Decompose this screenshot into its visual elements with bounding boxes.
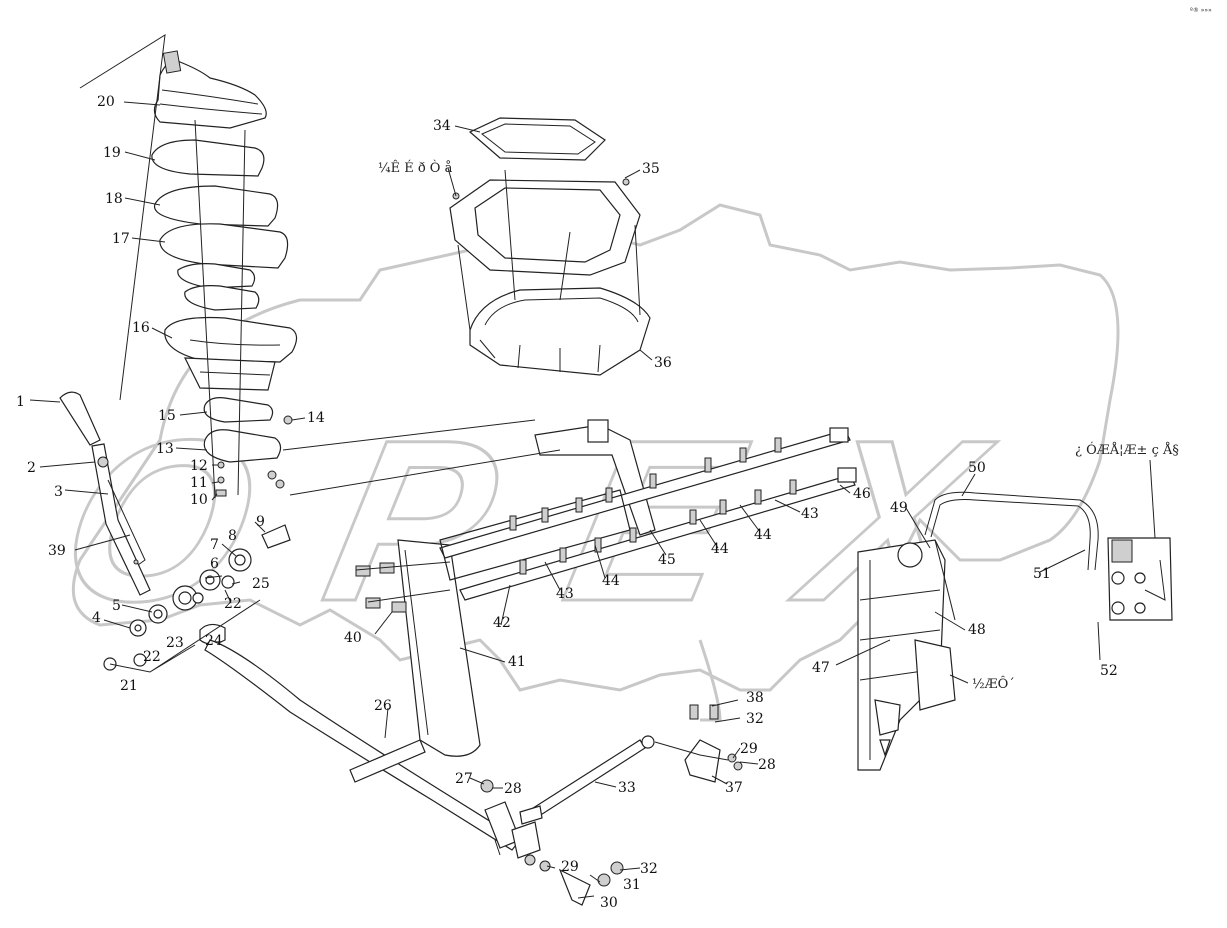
callout-41: 41	[508, 654, 526, 670]
center-bracket	[282, 419, 656, 757]
callout-12: 12	[190, 458, 208, 474]
callout-11: 11	[190, 475, 208, 491]
callout-44b: 44	[711, 541, 729, 557]
callout-43b: 43	[801, 506, 819, 522]
callout-2: 2	[27, 460, 36, 476]
callout-30: 30	[600, 895, 618, 911]
gearbox-selector-assembly	[857, 491, 1173, 771]
callout-13: 13	[156, 441, 174, 457]
callout-16: 16	[132, 320, 150, 336]
watermark-gear	[71, 203, 1120, 722]
shift-shaft	[204, 639, 624, 906]
callout-24: 24	[205, 633, 223, 649]
callout-32b: 32	[746, 711, 764, 727]
callout-49: 49	[890, 500, 908, 516]
corner-mark: º® »»»	[1190, 7, 1212, 14]
annotation-boot-group: ¼Ê É ð Ò å	[378, 159, 453, 176]
callout-28b: 28	[758, 757, 776, 773]
annotation-right-group: ¿ ÓÆÅ¦Æ± ç Å§	[1075, 441, 1179, 458]
callout-20: 20	[97, 94, 115, 110]
callout-39: 39	[48, 543, 66, 559]
callout-1: 1	[16, 394, 25, 410]
callout-51: 51	[1033, 566, 1051, 582]
callout-40: 40	[344, 630, 362, 646]
callout-6: 6	[210, 556, 219, 572]
callout-5: 5	[112, 598, 121, 614]
leader-lines	[29, 101, 1156, 899]
callout-47: 47	[812, 660, 830, 676]
callout-38: 38	[746, 690, 764, 706]
callout-34: 34	[433, 118, 451, 134]
shift-rails	[439, 427, 857, 601]
callout-32a: 32	[640, 861, 658, 877]
callout-52: 52	[1100, 663, 1118, 679]
callout-50: 50	[968, 460, 986, 476]
callout-19: 19	[103, 145, 121, 161]
pivot-bearing-group	[103, 524, 291, 673]
annotation-lower-right: ½ÆÔ´	[972, 675, 1015, 692]
callout-26: 26	[374, 698, 392, 714]
callout-23: 23	[166, 635, 184, 651]
callout-15: 15	[158, 408, 176, 424]
callout-28a: 28	[504, 781, 522, 797]
gear-lever-boot-stack	[79, 34, 298, 499]
callout-29a: 29	[561, 859, 579, 875]
callout-35: 35	[642, 161, 660, 177]
callout-45: 45	[658, 552, 676, 568]
link-rod	[519, 704, 743, 825]
callout-36: 36	[654, 355, 672, 371]
callout-25: 25	[252, 576, 270, 592]
callout-14: 14	[307, 410, 325, 426]
callout-10: 10	[190, 492, 208, 508]
callout-21: 21	[120, 678, 138, 694]
callout-44c: 44	[754, 527, 772, 543]
callout-37: 37	[725, 780, 743, 796]
callout-43a: 43	[556, 586, 574, 602]
gear-lever	[59, 391, 151, 596]
callout-4: 4	[92, 610, 101, 626]
callout-48: 48	[968, 622, 986, 638]
callout-9: 9	[256, 514, 265, 530]
callout-46: 46	[853, 486, 871, 502]
callout-44a: 44	[602, 573, 620, 589]
callout-18: 18	[105, 191, 123, 207]
callout-22a: 22	[143, 649, 161, 665]
callout-31: 31	[623, 877, 641, 893]
callout-3: 3	[54, 484, 63, 500]
callout-27: 27	[455, 771, 473, 787]
callout-33: 33	[618, 780, 636, 796]
callout-7: 7	[210, 537, 219, 553]
callouts: 1 2 3 4 5 6 7 8 9 10 11 12 13 14 15 16 1…	[16, 94, 1118, 911]
callout-29b: 29	[740, 741, 758, 757]
callout-22b: 22	[224, 596, 242, 612]
callout-17: 17	[112, 231, 130, 247]
callout-8: 8	[228, 528, 237, 544]
callout-42: 42	[493, 615, 511, 631]
cab-boot-housing	[449, 117, 651, 376]
